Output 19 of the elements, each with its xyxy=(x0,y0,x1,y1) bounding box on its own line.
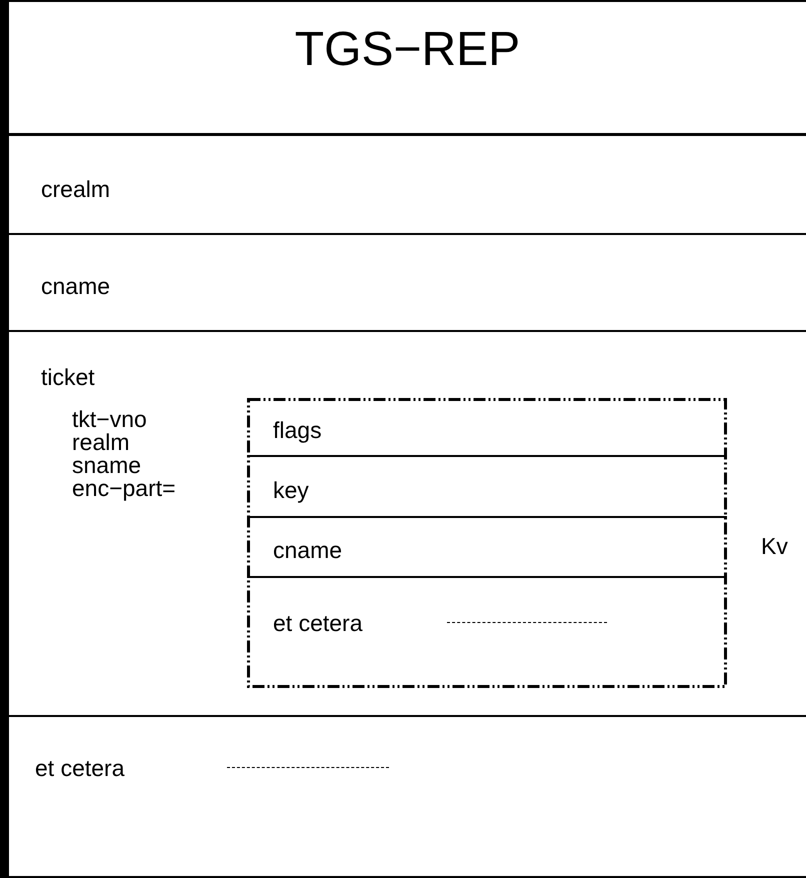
field-label: enc−part= xyxy=(72,475,176,501)
table-band xyxy=(0,332,806,717)
field-label: cname xyxy=(273,537,342,563)
field-label: crealm xyxy=(41,176,110,202)
field-label: cname xyxy=(41,273,110,299)
table-band xyxy=(0,717,806,878)
field-label: ticket xyxy=(41,364,95,390)
field-label: flags xyxy=(273,417,322,443)
table-band xyxy=(0,0,806,136)
field-label: key xyxy=(273,477,309,503)
field-label: et cetera xyxy=(35,755,124,781)
field-label: tkt−vno xyxy=(72,406,147,432)
table-band xyxy=(0,136,806,235)
key-label: Kv xyxy=(761,533,788,559)
table-band xyxy=(0,235,806,332)
field-label: et cetera xyxy=(273,610,362,636)
field-label: sname xyxy=(72,452,142,478)
title-text: TGS−REP xyxy=(294,22,522,77)
field-label: realm xyxy=(72,429,130,455)
